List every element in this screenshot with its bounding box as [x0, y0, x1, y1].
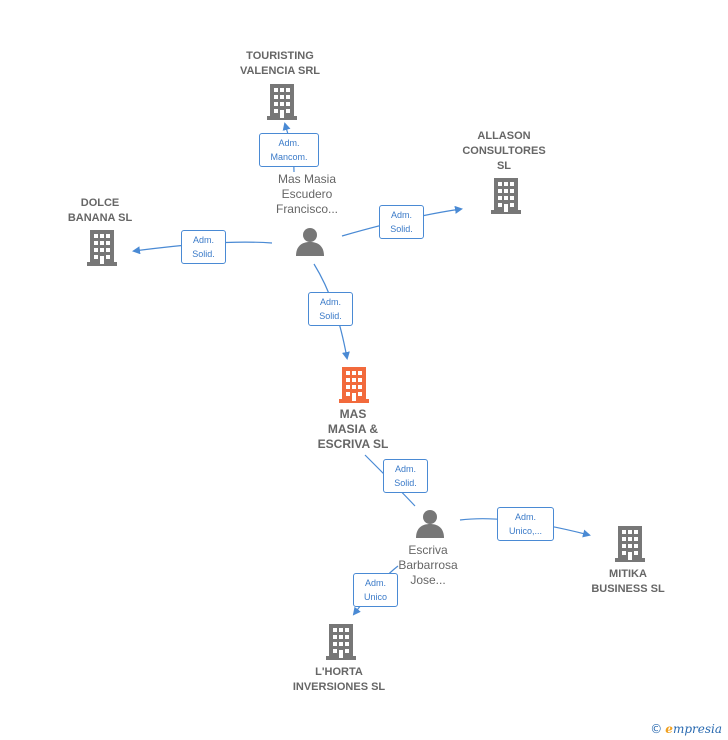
brand-logo-text: mpresia: [672, 722, 722, 736]
node-label-touristing[interactable]: TOURISTING VALENCIA SRL: [239, 50, 321, 77]
building-icon[interactable]: [491, 178, 521, 214]
edge-label-solid: Adm. Solid.: [181, 230, 226, 264]
person-label-2[interactable]: Escriva Barbarrosa Jose...: [398, 543, 458, 587]
person-icon[interactable]: [296, 228, 324, 256]
building-icon[interactable]: [615, 526, 645, 562]
edge-label-solid: Adm. Solid.: [308, 292, 353, 326]
edge-label-unico: Adm. Unico: [353, 573, 398, 607]
node-label-dolce[interactable]: DOLCE BANANA SL: [67, 197, 133, 224]
node-label-allason[interactable]: ALLASON CONSULTORES SL: [462, 130, 546, 172]
person-label-1[interactable]: Mas Masia Escudero Francisco...: [275, 172, 338, 216]
edge-label-unico: Adm. Unico,...: [497, 507, 554, 541]
person-icon[interactable]: [416, 510, 444, 538]
building-icon-main[interactable]: [339, 367, 369, 403]
edge-label-mancom: Adm. Mancom.: [259, 133, 319, 167]
node-label-mitika[interactable]: MITIKA BUSINESS SL: [591, 568, 665, 595]
brand-logo-initial: e: [665, 722, 673, 736]
edge-label-solid: Adm. Solid.: [379, 205, 424, 239]
node-label-main[interactable]: MAS MASIA & ESCRIVA SL: [317, 407, 389, 451]
brand-footer: ©empresia: [650, 722, 722, 736]
node-label-lhorta[interactable]: L'HORTA INVERSIONES SL: [292, 666, 386, 693]
building-icon[interactable]: [326, 624, 356, 660]
copyright-icon: ©: [650, 722, 663, 736]
building-icon[interactable]: [87, 230, 117, 266]
building-icon[interactable]: [267, 84, 297, 120]
edge-label-solid: Adm. Solid.: [383, 459, 428, 493]
